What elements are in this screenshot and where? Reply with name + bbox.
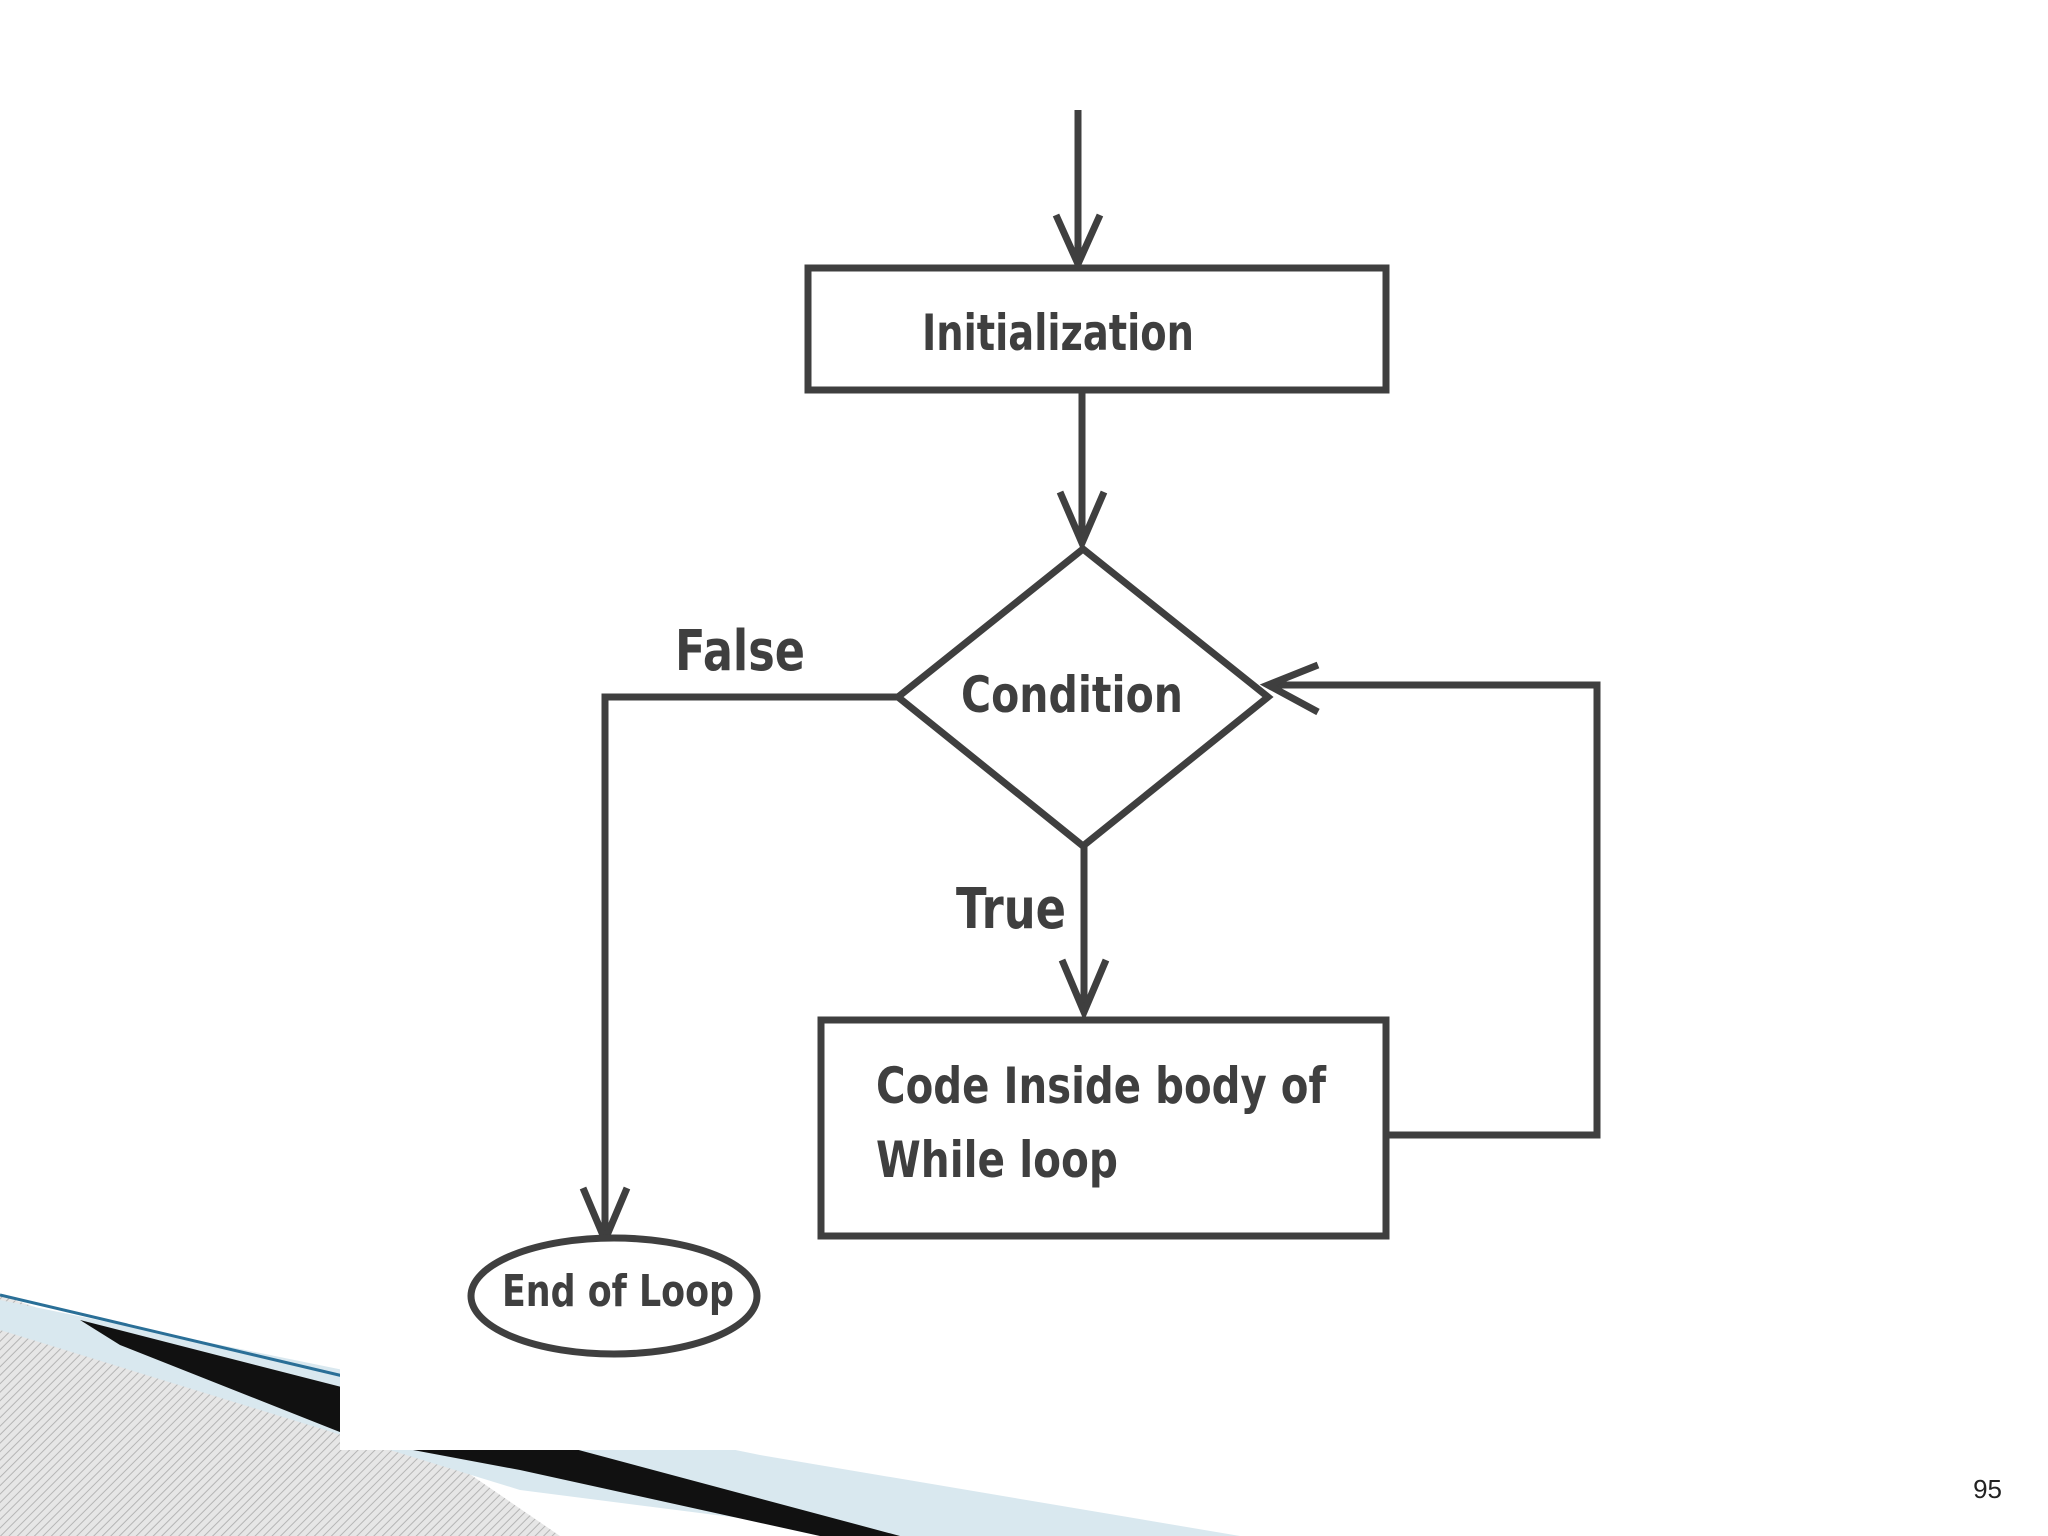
decor-blue-line — [0, 1293, 361, 1382]
end-of-loop-label: End of Loop — [502, 1266, 734, 1317]
init-to-condition-arrowhead — [1056, 490, 1108, 552]
initialization-box — [804, 264, 1390, 394]
loop-body-label-line2: While loop — [876, 1131, 1118, 1189]
initialization-node: Initialization — [804, 264, 1390, 394]
connectors — [579, 110, 1601, 1249]
loop-back-line — [1268, 681, 1601, 1139]
loop-body-box — [817, 1016, 1390, 1240]
loop-body-node: Code Inside body of While loop — [817, 1016, 1390, 1240]
page-number: 95 — [1973, 1474, 2002, 1504]
condition-node: Condition — [892, 544, 1274, 851]
initialization-label: Initialization — [922, 304, 1194, 362]
condition-label: Condition — [961, 666, 1183, 724]
end-of-loop-ellipse — [467, 1234, 761, 1358]
true-edge-label: True — [956, 877, 1066, 942]
condition-diamond — [892, 544, 1274, 851]
slide-decoration — [0, 1290, 1380, 1536]
true-branch-arrowhead — [1058, 958, 1110, 1021]
entry-arrowhead — [1052, 213, 1104, 273]
loop-body-label-line1: Code Inside body of — [876, 1057, 1327, 1115]
end-node: End of Loop — [467, 1234, 761, 1358]
loop-back-arrowhead — [1259, 661, 1320, 716]
false-branch-line — [601, 693, 898, 1240]
false-edge-label: False — [675, 619, 805, 684]
